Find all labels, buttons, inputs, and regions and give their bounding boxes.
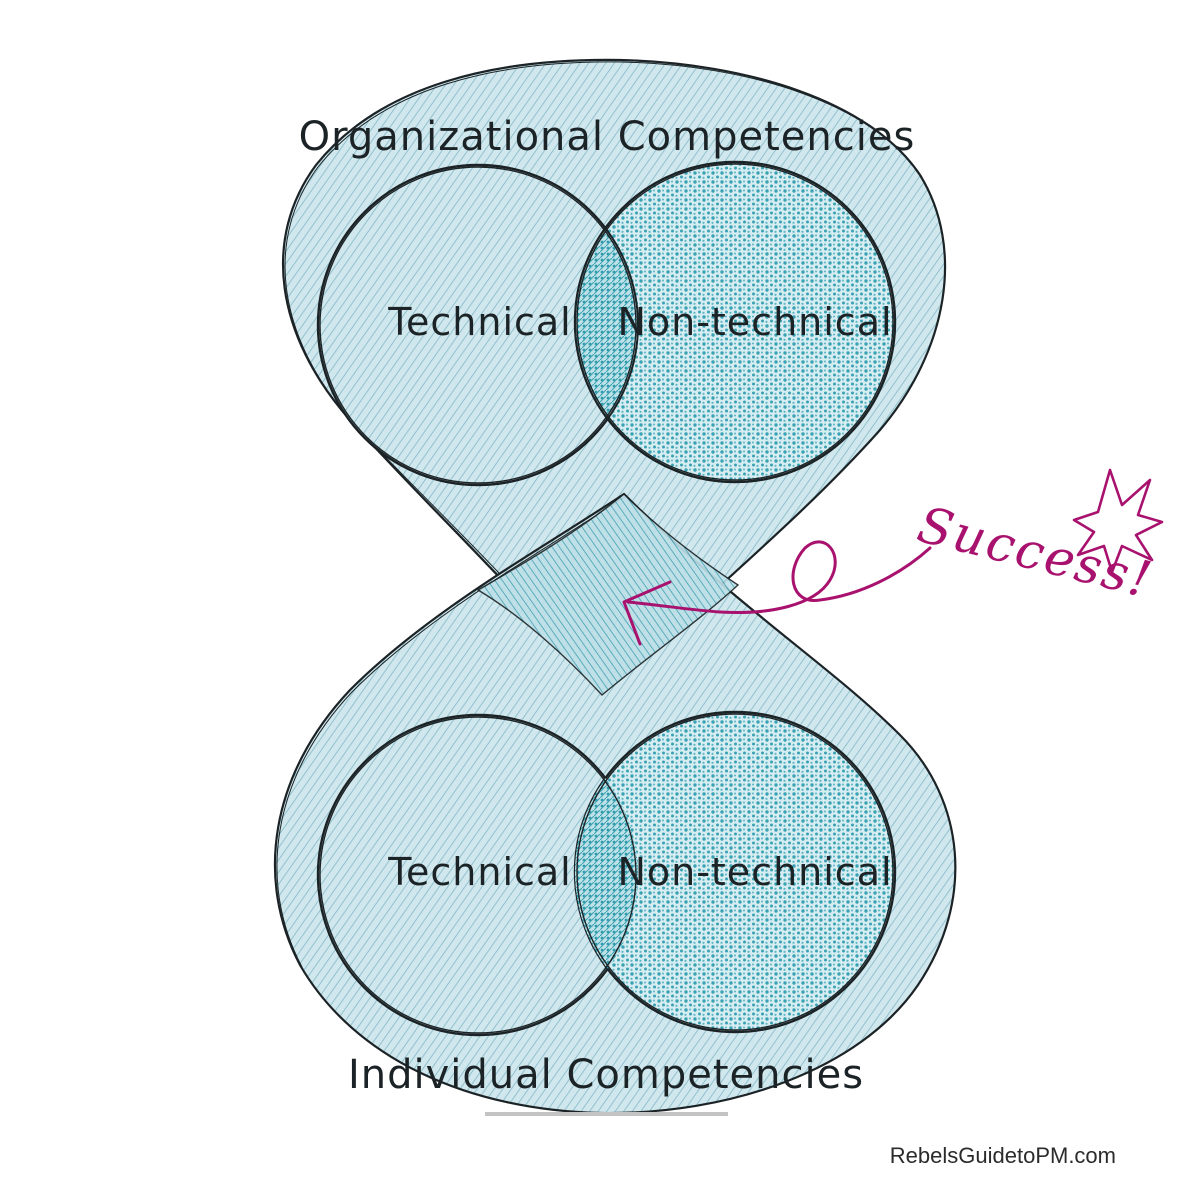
success-star-icon [1072,468,1164,574]
success-overlap-zone [476,493,740,696]
arrow-head-icon [622,580,672,646]
success-label: Success! [912,495,1158,609]
site-credit: RebelsGuidetoPM.com [889,1143,1116,1168]
individual-competencies-title: Individual Competencies [348,1052,864,1098]
ind-technical-label: Technical [387,850,572,894]
success-arrow-icon [626,540,932,614]
ind-nontechnical-label: Non-technical [617,850,892,894]
org-technical-label: Technical [387,300,572,344]
organizational-competencies-title: Organizational Competencies [299,114,916,160]
org-nontechnical-label: Non-technical [617,300,892,344]
